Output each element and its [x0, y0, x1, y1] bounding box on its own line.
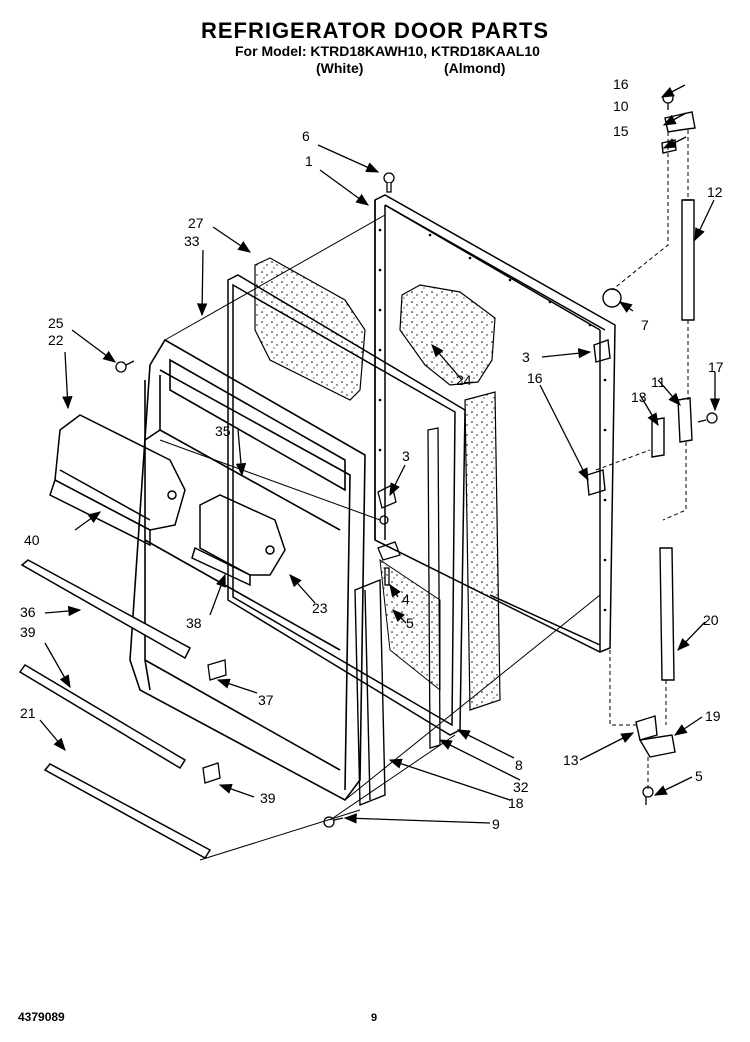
callout-12: 12	[707, 184, 723, 200]
door-side-strip	[354, 578, 386, 807]
callout-25: 25	[48, 315, 64, 331]
hinge-assembly	[586, 111, 696, 758]
callout-7: 7	[641, 317, 649, 333]
callout-5a: 5	[406, 615, 414, 631]
foam-strip	[464, 391, 501, 711]
dairy-door	[49, 414, 186, 547]
callout-6: 6	[302, 128, 310, 144]
callout-39: 39	[260, 790, 276, 806]
callout-27: 27	[188, 215, 204, 231]
callout-22: 22	[48, 332, 64, 348]
panel-holes	[378, 228, 607, 612]
diagram-title: REFRIGERATOR DOOR PARTS	[200, 18, 550, 43]
door-stop	[377, 484, 401, 586]
callout-20: 20	[703, 612, 719, 628]
callout-37: 38	[186, 615, 202, 631]
page-number: 9	[371, 1012, 378, 1024]
callout-16: 16	[613, 76, 629, 92]
callout-11: 11	[651, 374, 666, 390]
callout-13b: 13	[563, 752, 579, 768]
callout-33: 35	[215, 423, 231, 439]
callout-8: 8	[515, 757, 523, 773]
callout-21: 21	[20, 705, 36, 721]
callout-1: 1	[305, 153, 313, 169]
callout-38: 39	[20, 624, 36, 640]
callout-5b: 5	[695, 768, 703, 784]
shelf-bracket-lower	[202, 762, 221, 784]
callout-40: 40	[24, 532, 40, 548]
document-number: 4379089	[18, 1010, 65, 1024]
callout-24: 24	[456, 372, 472, 388]
variant-almond: (Almond)	[444, 60, 506, 76]
callout-32: 33	[184, 233, 200, 249]
callout-35: 36	[20, 604, 36, 620]
callout-19: 18	[508, 795, 524, 811]
callout-10: 10	[613, 98, 629, 114]
callout-13a: 13	[631, 389, 647, 405]
callout-15: 16	[527, 370, 543, 386]
callout-3b: 3	[522, 349, 530, 365]
model-line: For Model: KTRD18KAWH10, KTRD18KAAL10	[235, 43, 540, 59]
foam-patch	[399, 284, 496, 386]
hinge-guide-lines	[595, 130, 689, 790]
callout-3a: 3	[402, 448, 410, 464]
callout-labels: 6 1 27 33 25 22 35 40 36 39 21 38 37 39 …	[20, 76, 724, 832]
door-liner	[129, 338, 366, 802]
callout-31: 32	[513, 779, 529, 795]
shelf-bars	[18, 559, 212, 859]
callout-23: 23	[312, 600, 328, 616]
shelf-bracket	[207, 659, 227, 681]
callout-14: 15	[613, 123, 629, 139]
callout-17: 17	[708, 359, 724, 375]
callout-18: 19	[705, 708, 721, 724]
callout-4: 4	[402, 591, 410, 607]
callout-9: 9	[492, 816, 500, 832]
breaker-strip	[427, 427, 441, 749]
assembly-lines	[159, 214, 601, 861]
callout-arrows	[39, 84, 721, 824]
callout-36: 37	[258, 692, 274, 708]
variant-white: (White)	[316, 60, 364, 76]
screws	[115, 92, 718, 828]
butter-compartment	[191, 494, 286, 587]
